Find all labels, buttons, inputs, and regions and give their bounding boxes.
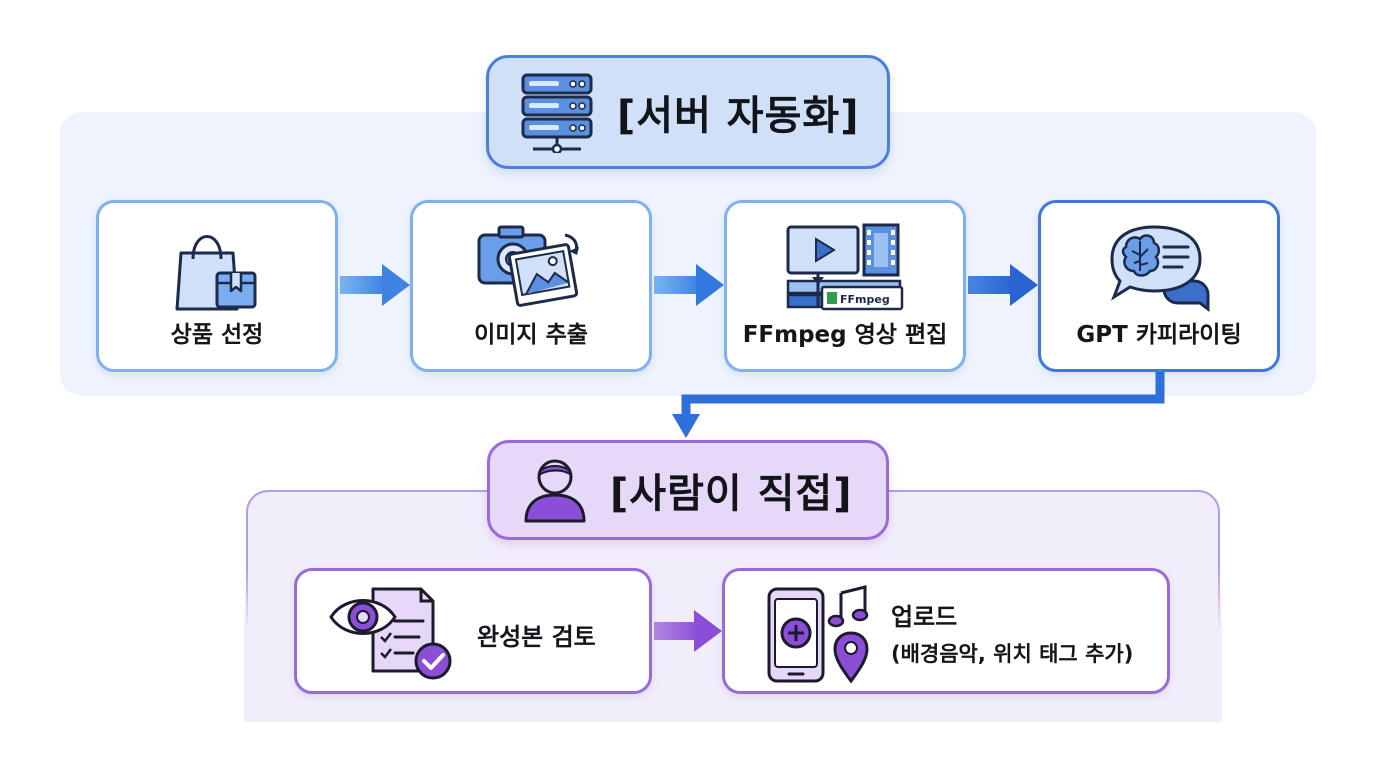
step-label: 이미지 추출 <box>474 322 588 348</box>
ffmpeg-badge: FFmpeg <box>840 293 890 306</box>
step-sublabel: (배경음악, 위치 태그 추가) <box>891 642 1134 666</box>
step-final-review: 완성본 검토 <box>294 568 652 694</box>
person-icon <box>524 459 586 523</box>
step-label: 완성본 검토 <box>477 623 596 651</box>
step-image-extraction: 이미지 추출 <box>410 200 652 372</box>
upload-text-group: 업로드 (배경음악, 위치 태그 추가) <box>891 597 1133 668</box>
human-section-header: [사람이 직접] <box>487 440 889 540</box>
arrow-review-to-upload <box>654 610 722 652</box>
server-rack-icon <box>521 73 593 153</box>
arrow-server-to-human <box>672 372 1165 438</box>
video-timeline-icon: FFmpeg <box>784 223 906 315</box>
step-product-selection: 상품 선정 <box>96 200 338 372</box>
arrow-step3-to-step4 <box>968 264 1038 306</box>
shopping-bag-box-icon <box>167 223 267 317</box>
camera-image-icon <box>471 221 591 317</box>
eye-checklist-icon <box>329 583 455 687</box>
step-label: 상품 선정 <box>170 322 264 348</box>
step-ffmpeg-editing: FFmpeg FFmpeg 영상 편집 <box>724 200 966 372</box>
step-label: GPT 카피라이팅 <box>1076 322 1242 348</box>
step-gpt-copywriting: GPT 카피라이팅 <box>1038 200 1280 372</box>
arrow-step2-to-step3 <box>654 264 724 306</box>
step-upload: 업로드 (배경음악, 위치 태그 추가) <box>722 568 1170 694</box>
phone-music-location-icon <box>765 585 875 689</box>
brain-chat-icon <box>1104 221 1214 321</box>
step-label: 업로드 <box>891 603 958 631</box>
server-section-title: [서버 자동화] <box>617 93 860 139</box>
human-section-title: [사람이 직접] <box>610 471 853 517</box>
arrow-step1-to-step2 <box>340 264 410 306</box>
server-section-header: [서버 자동화] <box>486 55 890 169</box>
step-label: FFmpeg 영상 편집 <box>742 322 948 348</box>
